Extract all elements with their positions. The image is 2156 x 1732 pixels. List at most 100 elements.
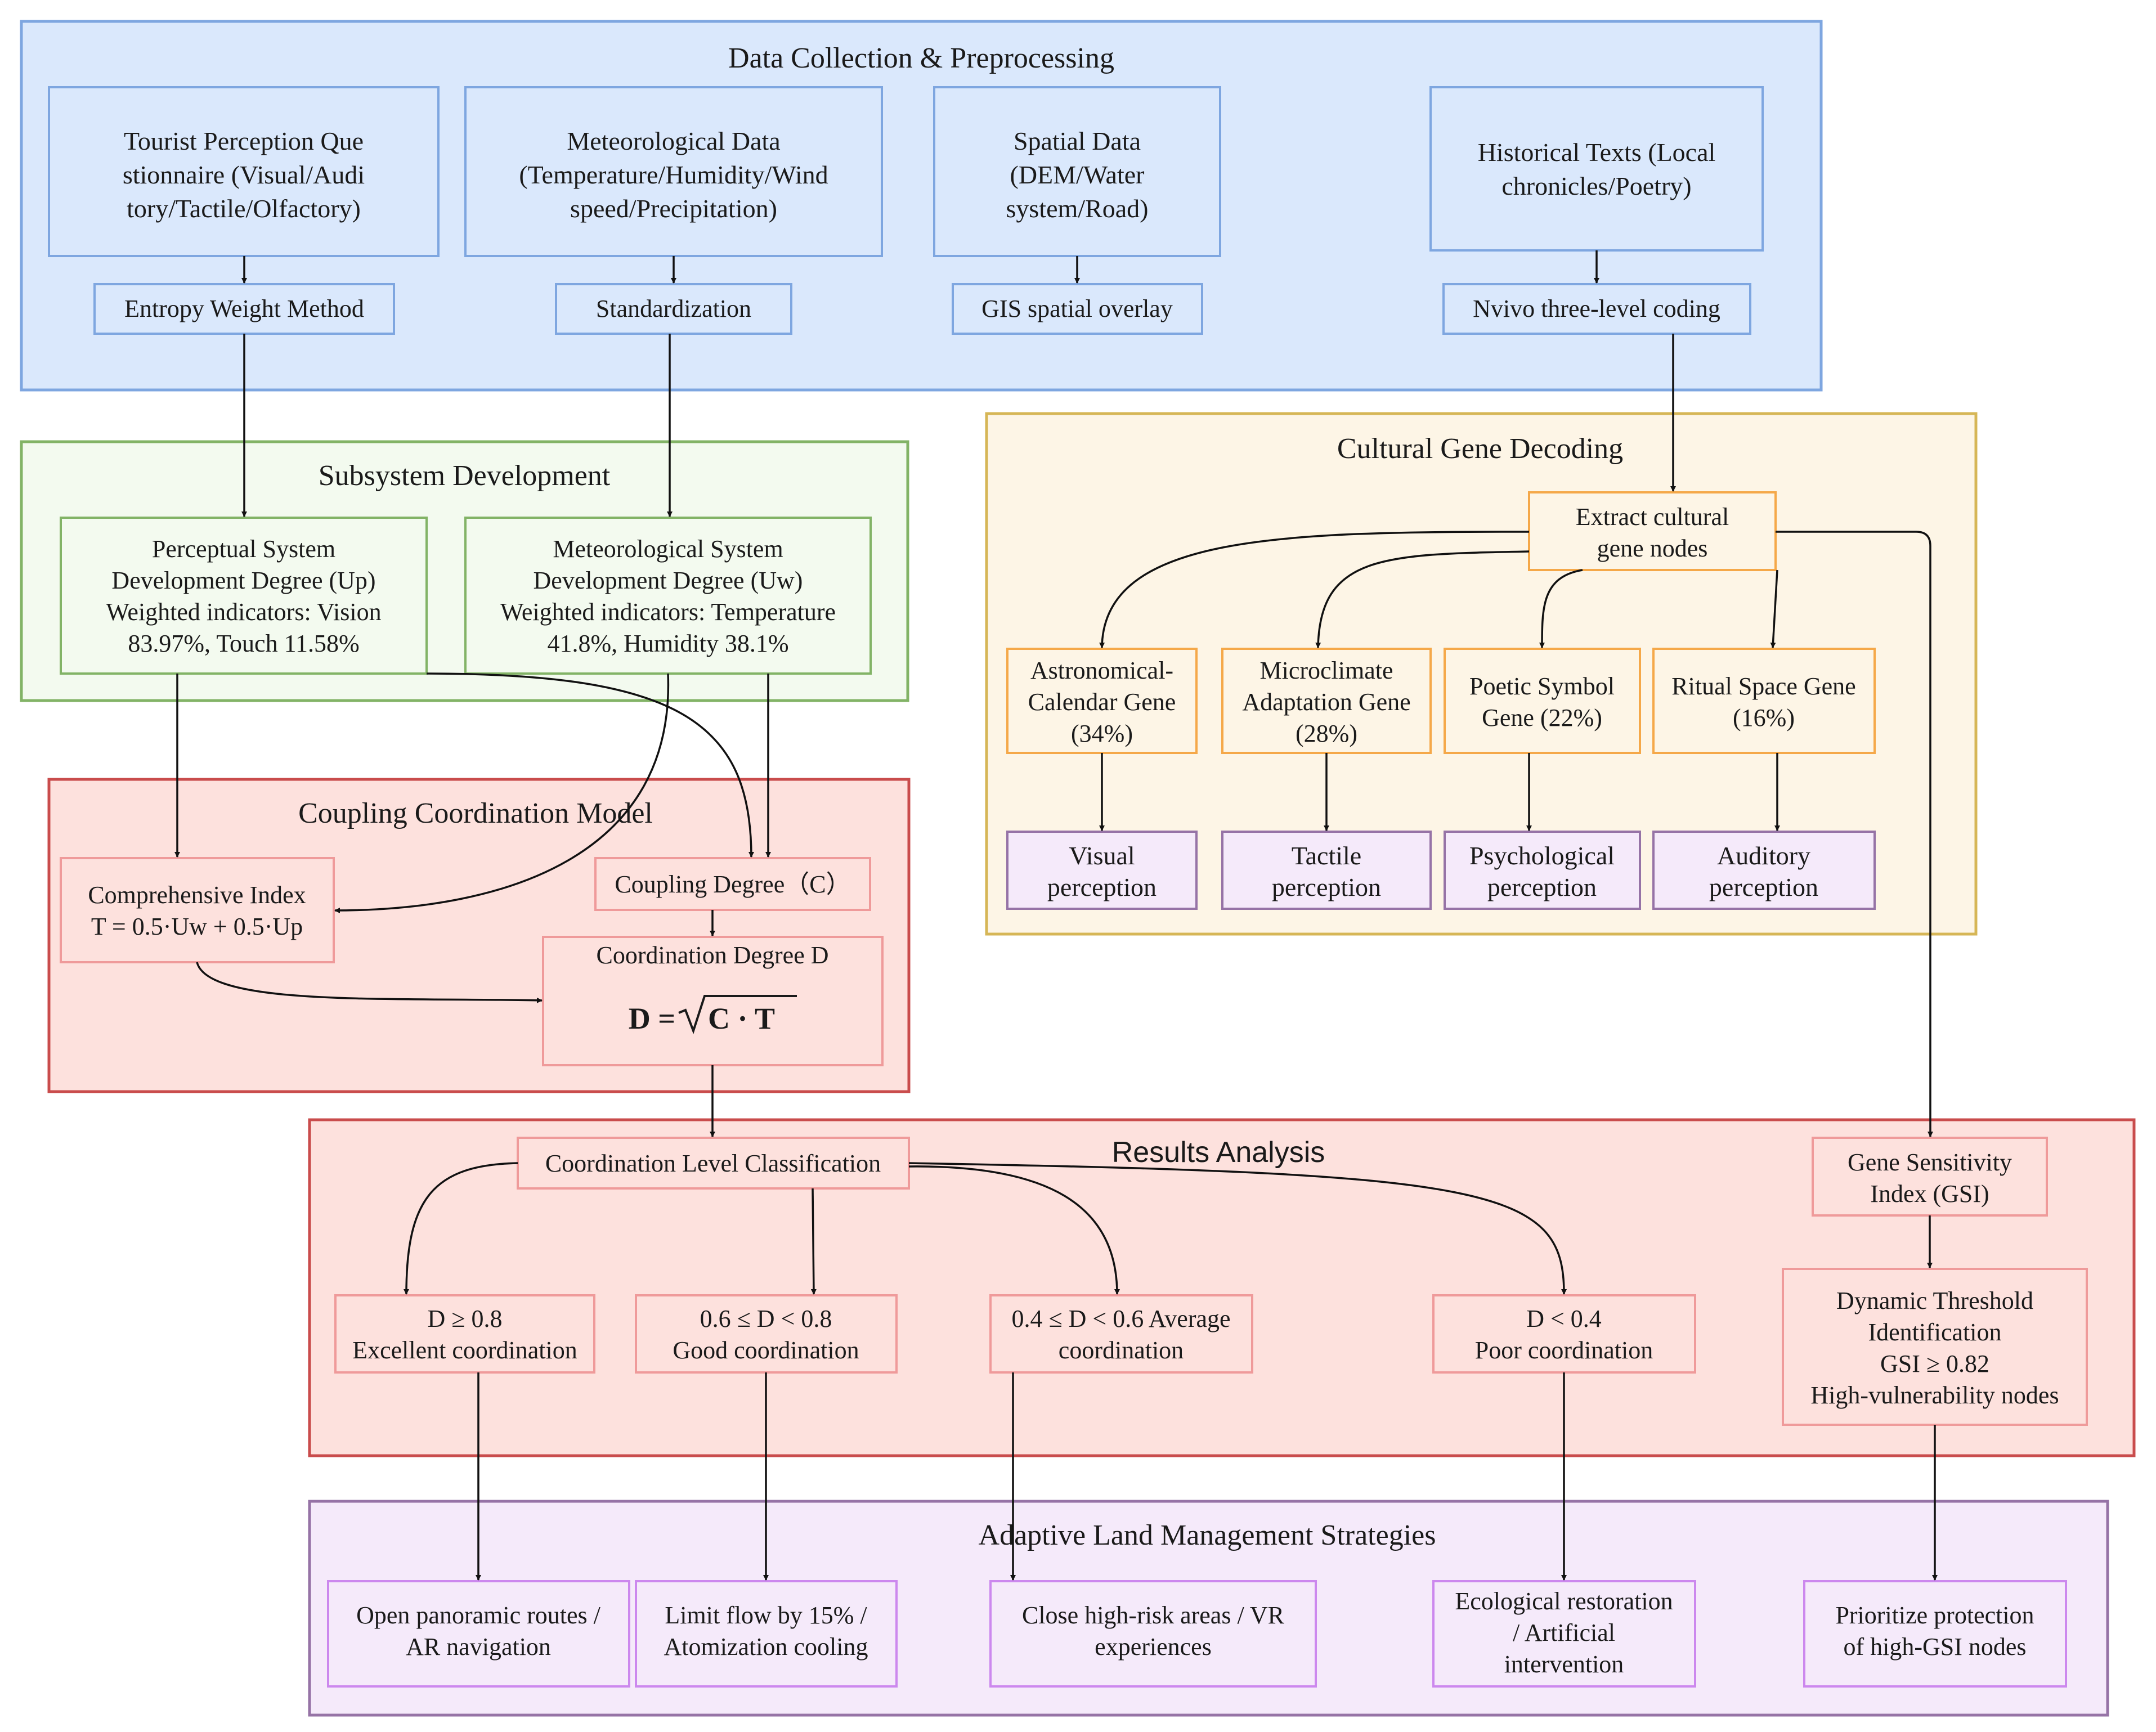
classification-label: Coordination Level Classification: [545, 1150, 881, 1177]
cultural-title: Cultural Gene Decoding: [1337, 433, 1623, 465]
tourist-line-2: stionnaire (Visual/Audi: [123, 160, 365, 189]
ritual-line-1: Ritual Space Gene: [1671, 672, 1855, 700]
microclimate-line-1: Microclimate: [1259, 657, 1393, 684]
astronomical-gene-node: Astronomical- Calendar Gene (34%): [1006, 648, 1198, 754]
threshold-line-2: Identification: [1868, 1318, 2001, 1346]
limit-flow-node: Limit flow by 15% / Atomization cooling: [635, 1580, 898, 1688]
ecological-restoration-node: Ecological restoration / Artificial inte…: [1432, 1580, 1696, 1688]
connectors: [174, 250, 1938, 1581]
meteo-system-line-4: 41.8%, Humidity 38.1%: [548, 630, 789, 657]
close-high-risk-node: Close high-risk areas / VR experiences: [989, 1580, 1317, 1688]
microclimate-line-2: Adaptation Gene: [1242, 688, 1410, 716]
good-coordination-node: 0.6 ≤ D < 0.8 Good coordination: [635, 1294, 898, 1374]
comprehensive-index-node: Comprehensive Index T = 0.5·Uw + 0.5·Up: [60, 857, 335, 963]
arrow-extract-to-microclimate: [1315, 550, 1530, 648]
meteo-system-line-2: Development Degree (Uw): [534, 567, 803, 594]
historical-line-1: Historical Texts (Local: [1478, 138, 1716, 167]
auditory-perception-node: Auditory perception: [1652, 831, 1876, 910]
prioritize-protection-node: Prioritize protection of high-GSI nodes: [1803, 1580, 2067, 1688]
visual-line-1: Visual: [1069, 841, 1135, 870]
arrow-meteo-to-comprehensive: [334, 673, 670, 913]
perceptual-system-node: Perceptual System Development Degree (Up…: [60, 517, 428, 675]
arrow-class-to-poor: [908, 1162, 1567, 1295]
eco-line-3: intervention: [1504, 1650, 1624, 1678]
auditory-line-1: Auditory: [1717, 841, 1810, 870]
close-line-2: experiences: [1095, 1633, 1212, 1661]
meteorological-data-node: Meteorological Data (Temperature/Humidit…: [464, 86, 883, 257]
average-coordination-node: 0.4 ≤ D < 0.6 Average coordination: [989, 1294, 1253, 1374]
entropy-label: Entropy Weight Method: [124, 295, 364, 322]
meteo-system-line-1: Meteorological System: [553, 535, 783, 563]
microclimate-line-3: (28%): [1296, 720, 1357, 747]
good-line-1: 0.6 ≤ D < 0.8: [700, 1305, 832, 1332]
arrow-class-to-excellent: [404, 1162, 518, 1295]
prioritize-line-2: of high-GSI nodes: [1843, 1633, 2026, 1661]
subsystem-title: Subsystem Development: [319, 460, 611, 492]
poetic-symbol-gene-node: Poetic Symbol Gene (22%): [1444, 648, 1641, 754]
microclimate-gene-node: Microclimate Adaptation Gene (28%): [1221, 648, 1432, 754]
meteorological-system-node: Meteorological System Development Degree…: [464, 517, 872, 675]
gsi-line-1: Gene Sensitivity: [1848, 1148, 2012, 1176]
psychological-line-2: perception: [1487, 873, 1597, 901]
auditory-line-2: perception: [1709, 873, 1818, 901]
psychological-line-1: Psychological: [1469, 841, 1615, 870]
coupling-degree-node: Coupling Degree（C）: [594, 857, 871, 911]
good-line-2: Good coordination: [673, 1336, 859, 1364]
extract-line-1: Extract cultural: [1576, 503, 1729, 531]
perceptual-line-2: Development Degree (Up): [111, 567, 375, 594]
arrow-extract-to-astronomical: [1099, 531, 1530, 648]
astronomical-line-2: Calendar Gene: [1028, 688, 1176, 716]
nvivo-label: Nvivo three-level coding: [1473, 295, 1720, 322]
formula-radicand: C · T: [708, 1002, 775, 1035]
gis-label: GIS spatial overlay: [981, 295, 1173, 322]
perceptual-line-4: 83.97%, Touch 11.58%: [128, 630, 359, 657]
visual-perception-node: Visual perception: [1006, 831, 1198, 910]
tactile-line-2: perception: [1272, 873, 1381, 901]
excellent-coordination-node: D ≥ 0.8 Excellent coordination: [334, 1294, 595, 1374]
data-collection-title: Data Collection & Preprocessing: [728, 42, 1114, 74]
threshold-line-4: High-vulnerability nodes: [1810, 1381, 2059, 1409]
strategies-title: Adaptive Land Management Strategies: [979, 1519, 1436, 1551]
meteo-line-3: speed/Precipitation): [570, 194, 777, 223]
tourist-line-3: tory/Tactile/Olfactory): [127, 194, 361, 223]
eco-line-1: Ecological restoration: [1455, 1587, 1673, 1615]
prioritize-line-1: Prioritize protection: [1835, 1601, 2034, 1629]
poetic-line-2: Gene (22%): [1482, 704, 1602, 732]
dynamic-threshold-node: Dynamic Threshold Identification GSI ≥ 0…: [1782, 1268, 2088, 1426]
open-line-1: Open panoramic routes /: [356, 1601, 601, 1629]
average-line-1: 0.4 ≤ D < 0.6 Average: [1011, 1305, 1230, 1332]
coupling-degree-label: Coupling Degree（C）: [615, 871, 850, 898]
poetic-line-1: Poetic Symbol: [1469, 672, 1615, 700]
arrow-extract-to-ritual: [1770, 569, 1778, 648]
perceptual-line-1: Perceptual System: [152, 535, 335, 563]
coordination-classification-node: Coordination Level Classification: [517, 1137, 910, 1190]
perceptual-line-3: Weighted indicators: Vision: [106, 598, 381, 626]
poor-line-2: Poor coordination: [1475, 1336, 1653, 1364]
average-line-2: coordination: [1059, 1336, 1184, 1364]
extract-line-2: gene nodes: [1597, 535, 1708, 562]
threshold-line-1: Dynamic Threshold: [1836, 1287, 2033, 1314]
meteo-system-line-3: Weighted indicators: Temperature: [500, 598, 836, 626]
extract-gene-nodes-node: Extract cultural gene nodes: [1528, 491, 1777, 571]
meteo-line-2: (Temperature/Humidity/Wind: [519, 160, 828, 189]
coordination-degree-label: Coordination Degree D: [597, 941, 829, 969]
excellent-line-1: D ≥ 0.8: [428, 1305, 503, 1332]
limit-line-1: Limit flow by 15% /: [665, 1601, 867, 1629]
arrow-class-to-average: [908, 1165, 1120, 1295]
comprehensive-line-2: T = 0.5·Uw + 0.5·Up: [91, 913, 303, 940]
ritual-space-gene-node: Ritual Space Gene (16%): [1652, 648, 1876, 754]
standardization-label: Standardization: [596, 295, 751, 322]
arrow-class-to-good: [810, 1188, 817, 1295]
arrow-extract-to-poetic: [1539, 569, 1583, 648]
tactile-perception-node: Tactile perception: [1221, 831, 1432, 910]
ritual-line-2: (16%): [1733, 704, 1795, 732]
threshold-line-3: GSI ≥ 0.82: [1880, 1350, 1989, 1377]
astronomical-line-3: (34%): [1071, 720, 1133, 747]
spatial-data-node: Spatial Data (DEM/Water system/Road): [933, 86, 1221, 257]
nvivo-coding-node: Nvivo three-level coding: [1442, 283, 1751, 335]
close-line-1: Close high-risk areas / VR: [1022, 1601, 1285, 1629]
open-panoramic-routes-node: Open panoramic routes / AR navigation: [327, 1580, 630, 1688]
tourist-questionnaire-node: Tourist Perception Que stionnaire (Visua…: [48, 86, 440, 257]
arrow-extract-to-gsi: [1776, 531, 1933, 1137]
